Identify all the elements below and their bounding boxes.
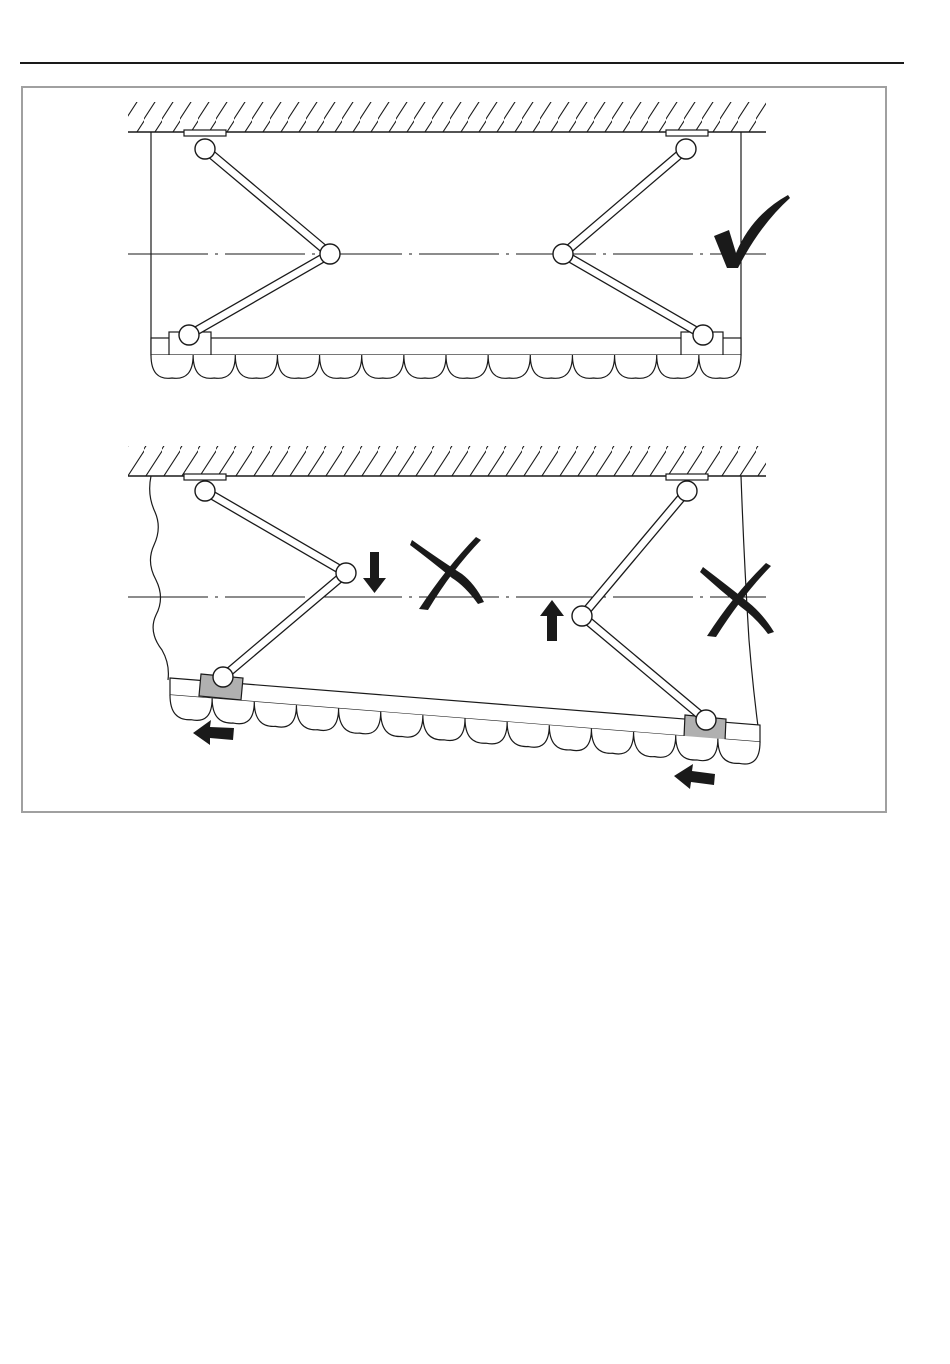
right-arm-lower <box>561 251 705 339</box>
panel-incorrect <box>128 446 774 789</box>
shoulder-joint-left <box>195 139 215 159</box>
right-arm-upper <box>560 146 688 257</box>
ceiling-hatch <box>128 446 766 476</box>
slider-joint-right <box>696 710 716 730</box>
cross-icon <box>700 563 774 637</box>
left-arm-lower <box>187 251 332 339</box>
wall-bracket-right <box>666 474 708 480</box>
check-icon <box>714 195 790 268</box>
elbow-joint-left-low <box>336 563 356 583</box>
shoulder-joint-right <box>676 139 696 159</box>
wall-bracket-right <box>666 130 708 136</box>
wall-bracket-left <box>184 130 226 136</box>
slider-joint-right <box>693 325 713 345</box>
fabric-edge-left <box>150 476 169 680</box>
slider-joint-left <box>179 325 199 345</box>
left-arm-upper <box>202 146 332 257</box>
front-bar <box>151 338 741 355</box>
ceiling-hatch <box>128 102 766 132</box>
left-arm-lower <box>220 570 348 680</box>
arrow-left-icon <box>674 764 715 789</box>
wall-bracket-left <box>184 474 226 480</box>
right-arm-upper <box>579 488 690 618</box>
arrow-up-icon <box>540 600 564 641</box>
slider-joint-left <box>213 667 233 687</box>
shoulder-joint-left <box>195 481 215 501</box>
shoulder-joint-right <box>677 481 697 501</box>
elbow-joint-right-high <box>572 606 592 626</box>
arrow-down-icon <box>363 552 386 593</box>
panel-correct <box>128 102 790 378</box>
valance-scallops <box>151 355 741 378</box>
arrow-left-icon <box>193 720 234 745</box>
elbow-joint-left <box>320 244 340 264</box>
elbow-joint-right <box>553 244 573 264</box>
right-arm-lower <box>579 613 708 723</box>
cross-icon <box>410 537 484 610</box>
left-arm-upper <box>203 488 348 577</box>
